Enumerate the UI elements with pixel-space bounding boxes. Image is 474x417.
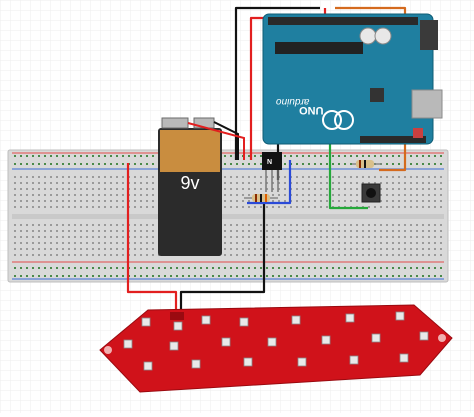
breadboard xyxy=(7,149,449,283)
arduino-analog-header xyxy=(360,136,426,143)
resistor-icon xyxy=(244,194,278,202)
battery-icon xyxy=(158,117,245,256)
arduino-logo xyxy=(322,110,342,130)
pushbutton-icon xyxy=(361,183,381,203)
led-board-connector xyxy=(170,312,184,320)
breadboard-top-rail xyxy=(12,154,444,168)
battery-label: 9v xyxy=(180,173,200,193)
wire-red-arduino-5v xyxy=(249,16,266,160)
breadboard-lower-rows xyxy=(12,222,444,258)
wire-black-transistor-to-led xyxy=(179,200,266,316)
wires xyxy=(126,6,407,316)
arduino-model-label: UNO xyxy=(299,104,324,116)
led-icon xyxy=(123,311,429,371)
wire-black-arduino-gnd xyxy=(234,6,320,160)
arduino-digital-header xyxy=(268,17,418,25)
usb-port-icon xyxy=(411,89,443,119)
arduino-uno-board xyxy=(262,13,443,145)
wire-green-button xyxy=(328,140,368,210)
transistor-icon xyxy=(262,152,282,192)
breadboard-center-channel xyxy=(12,214,444,219)
breadboard-bottom-rail xyxy=(12,264,444,278)
atmega-chip xyxy=(275,42,363,54)
resistor-pulldown xyxy=(352,160,382,168)
reset-button xyxy=(413,128,423,138)
led-board xyxy=(99,304,453,393)
wire-red-battery-to-led xyxy=(126,163,178,316)
power-jack-icon xyxy=(420,20,438,50)
transistor-label: N xyxy=(267,159,273,166)
wire-blue-ground xyxy=(247,160,292,205)
